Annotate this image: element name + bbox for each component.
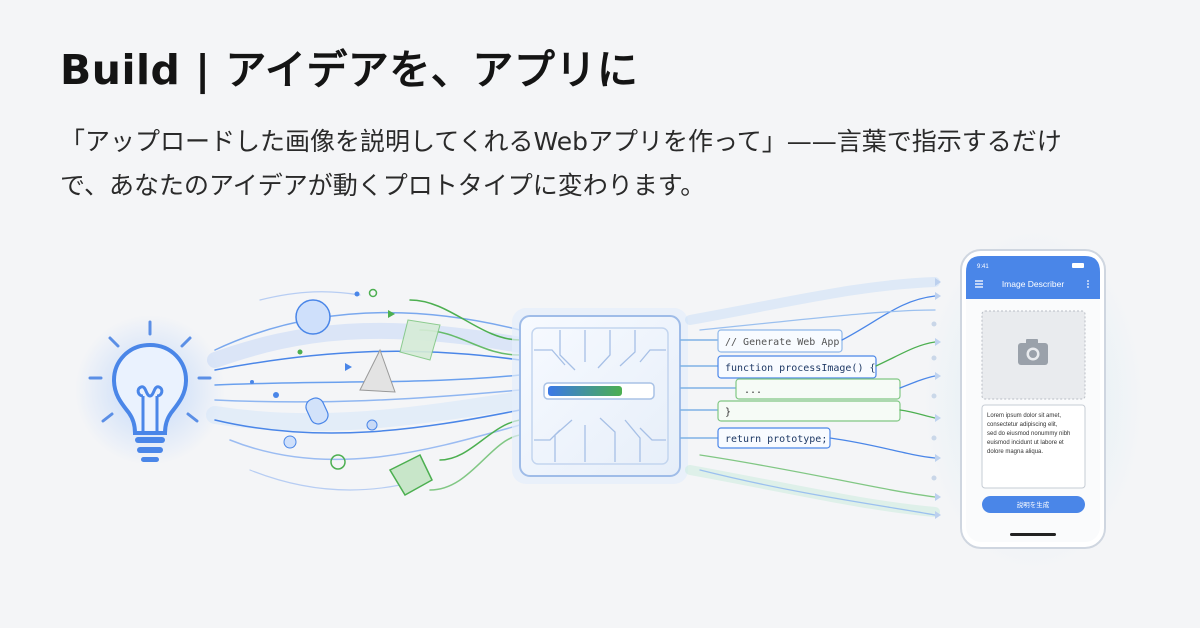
more-icon[interactable]	[1087, 280, 1089, 288]
camera-icon	[1018, 339, 1048, 365]
code-line-3: ...	[744, 385, 762, 396]
home-indicator	[1010, 533, 1056, 536]
idea-streams	[206, 291, 529, 491]
description: 「アップロードした画像を説明してくれるWebアプリを作って」——言葉で指示するだ…	[60, 120, 1160, 208]
generate-button-label: 説明を生成	[1017, 500, 1050, 509]
description-line-1: 「アップロードした画像を説明してくれるWebアプリを作って」——言葉で指示するだ…	[60, 127, 1062, 156]
menu-icon[interactable]	[975, 280, 983, 288]
code-panel: // Generate Web App function processImag…	[680, 329, 901, 449]
phone-text-line-4: euismod incidunt ut labore et	[987, 440, 1064, 446]
phone-mockup: 9:41 Image Describer Lorem ipsum dolor s…	[923, 230, 1143, 570]
progress-bar-fill	[548, 386, 622, 396]
phone-time: 9:41	[977, 264, 989, 270]
page-title: Build | アイデアを、アプリに	[60, 46, 639, 94]
code-line-4: }	[725, 407, 731, 418]
phone-text-line-3: sed do eiusmod nonummy nibh	[987, 431, 1070, 437]
chip-icon	[512, 308, 688, 484]
phone-text-line-5: dolore magna aliqua.	[987, 449, 1043, 455]
lightbulb-icon	[75, 315, 225, 465]
code-line-1: // Generate Web App	[725, 337, 839, 348]
generate-button[interactable]	[982, 496, 1085, 513]
floating-shapes	[250, 288, 441, 497]
description-line-2: で、あなたのアイデアが動くプロトタイプに変わります。	[60, 171, 706, 200]
phone-app-title: Image Describer	[1002, 279, 1065, 289]
phone-text-line-1: Lorem ipsum dolor sit amet,	[987, 413, 1061, 419]
phone-text-line-2: consectetur adipiscing elit,	[987, 422, 1058, 428]
code-line-2: function processImage() {	[725, 363, 876, 374]
code-line-5: return prototype;	[725, 434, 827, 445]
description-textarea[interactable]	[981, 404, 1086, 489]
